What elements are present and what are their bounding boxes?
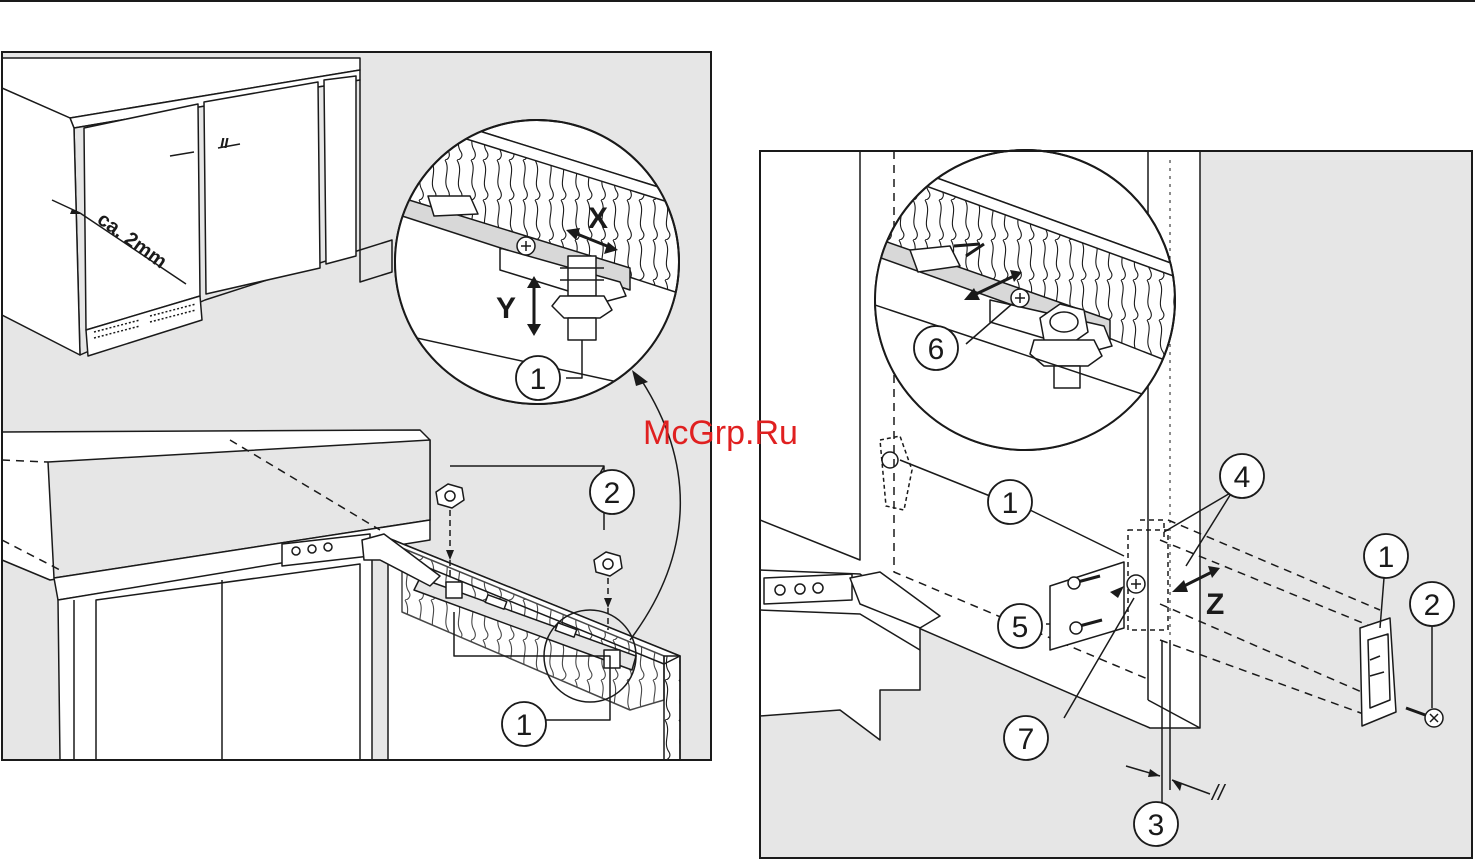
parallel-mark-left: II [220,135,229,152]
svg-text:1: 1 [1378,541,1395,574]
svg-text:2: 2 [604,477,621,510]
svg-text:2: 2 [1424,589,1441,622]
svg-text:1: 1 [530,363,547,396]
axis-z-label: Z [1206,588,1224,621]
svg-text:6: 6 [928,333,945,366]
svg-text:7: 7 [1018,723,1035,756]
axis-x-label: X [588,202,608,235]
right-figure: Z // 6 1 4 5 7 1 2 [760,150,1472,858]
callout-6: 6 [914,326,958,370]
callout-2-screw: 2 [1410,582,1454,626]
callout-1-hinge: 1 [988,480,1032,524]
callout-2-nuts: 2 [590,470,634,514]
svg-text:1: 1 [1002,487,1019,520]
callout-1-door: 1 [502,702,546,746]
callout-3: 3 [1134,802,1178,846]
svg-text:5: 5 [1012,611,1029,644]
watermark: McGrp.Ru [643,414,798,452]
axis-y-label: Y [496,292,516,325]
callout-5: 5 [998,604,1042,648]
svg-text:3: 3 [1148,809,1165,842]
left-figure: X Y ca. 2mm II 1 2 1 [2,52,711,760]
fixing-bracket [1360,618,1396,726]
callout-1-bracket: 1 [1364,534,1408,578]
callout-4: 4 [1220,454,1264,498]
svg-text:1: 1 [516,709,533,742]
callout-7: 7 [1004,716,1048,760]
parallel-mark-right: // [1210,780,1226,805]
callout-1-magnifier: 1 [516,356,560,400]
built-in-cabinet [2,430,430,760]
svg-text:4: 4 [1234,461,1251,494]
